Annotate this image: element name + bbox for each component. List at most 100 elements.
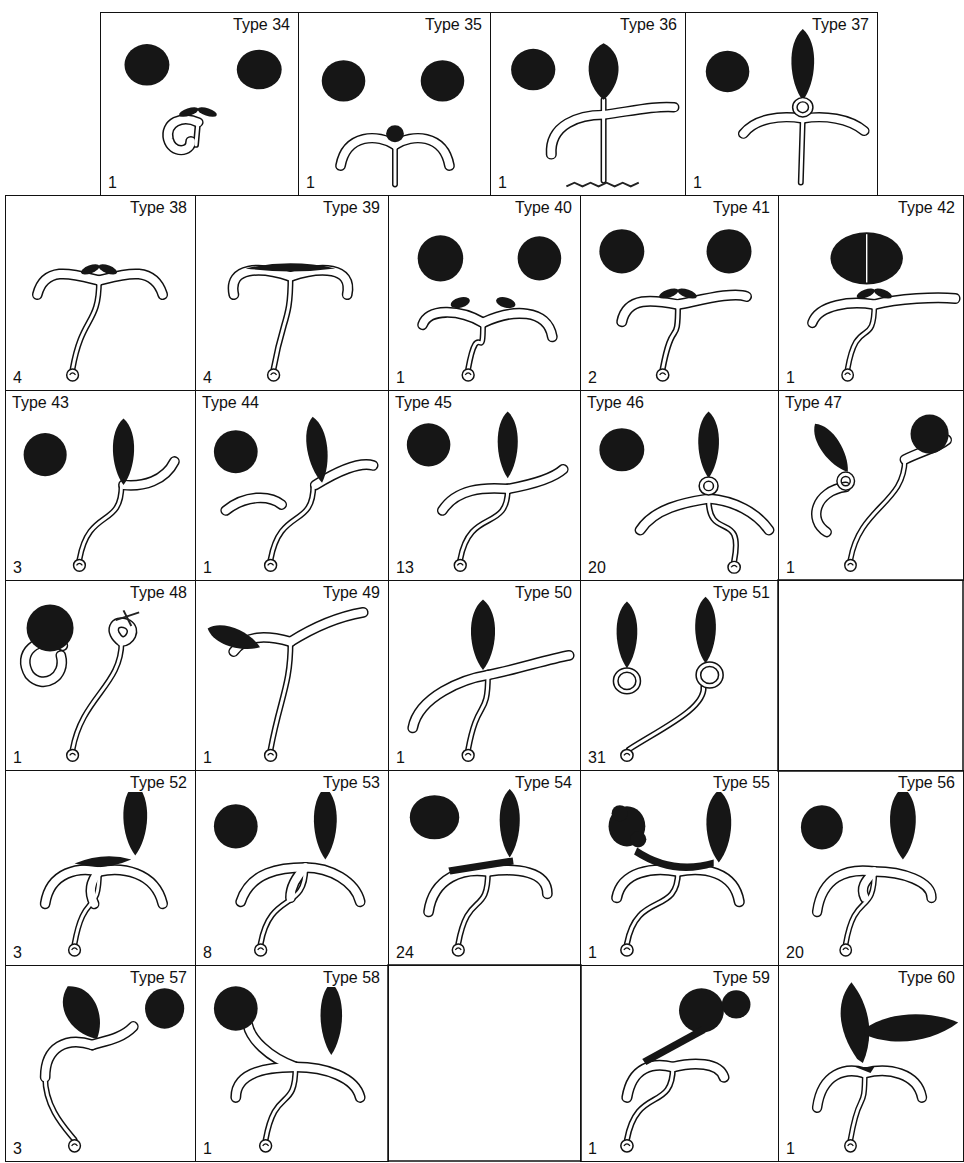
seedling-outline <box>817 1071 865 1107</box>
type-label: Type 43 <box>10 394 71 412</box>
leaf <box>178 105 200 119</box>
root-tip <box>621 749 633 761</box>
seedling-panel: Type 551 <box>580 770 779 966</box>
seedling-body <box>99 274 163 295</box>
seed-coat <box>214 986 258 1030</box>
seedling-body <box>45 1042 92 1077</box>
root-tip-mark <box>457 563 463 565</box>
empty-cell <box>388 965 581 1161</box>
seedling-drawing <box>779 771 962 964</box>
seedling-outline <box>395 138 449 166</box>
seedling-body <box>114 623 132 642</box>
seedling-body <box>295 1067 360 1097</box>
type-label: Type 50 <box>513 584 574 602</box>
seedling-outline <box>629 687 704 750</box>
leaf <box>658 286 680 300</box>
seedling-body <box>663 305 678 369</box>
seed-coat <box>124 44 169 85</box>
seedling-outline <box>271 642 291 750</box>
seedling-outline <box>673 1064 724 1077</box>
root-tip-mark <box>624 1144 630 1146</box>
seedling-outline <box>392 145 398 185</box>
seedling-body <box>442 488 507 510</box>
root-tip <box>728 561 740 573</box>
root-tip-mark <box>70 373 76 375</box>
seedling-drawing <box>196 391 387 579</box>
seedling-body <box>483 313 552 336</box>
root-tip <box>621 944 633 956</box>
seedling-panel: Type 401 <box>388 195 581 391</box>
seedling-drawing <box>686 13 876 194</box>
seed-coat <box>722 990 751 1018</box>
seedling-drawing <box>779 391 962 579</box>
hook-loop-inner <box>839 474 852 488</box>
seedling-drawing <box>101 13 297 194</box>
root-tip-mark <box>845 373 851 375</box>
seedling-panel: Type 4513 <box>388 390 581 581</box>
seedling-panel: Type 581 <box>195 965 389 1162</box>
attached-seed-coat <box>321 982 343 1055</box>
seedling-body <box>91 872 99 904</box>
seedling-drawing <box>389 771 579 964</box>
seedling-body <box>291 612 364 641</box>
seedling-body <box>817 871 874 912</box>
seedling-outline <box>460 489 508 560</box>
seedling-body <box>241 868 306 902</box>
seedling-body <box>429 871 488 912</box>
seedling-drawing <box>196 771 387 964</box>
root-tip <box>454 559 466 571</box>
seedling-panel: Type 43 3 <box>5 390 196 581</box>
seedling-outline <box>848 305 875 369</box>
type-label: Type 41 <box>711 199 772 217</box>
attached-seed-coat <box>113 418 134 485</box>
type-label: Type 38 <box>128 199 189 217</box>
attached-seed-coat <box>498 412 518 479</box>
count-number: 8 <box>201 944 214 962</box>
root-tip-mark <box>843 948 849 950</box>
seedling-drawing <box>389 391 579 579</box>
seedling-outline <box>874 872 931 898</box>
seedling-outline <box>483 313 552 336</box>
seedling-outline <box>468 323 483 369</box>
seedling-body <box>37 274 99 295</box>
type-label: Type 45 <box>393 394 454 412</box>
seedling-body <box>709 499 736 562</box>
count-number: 1 <box>586 944 599 962</box>
seedling-drawing <box>6 391 194 579</box>
root-tip <box>265 749 277 761</box>
root-tip-mark <box>72 1144 78 1146</box>
root-tip-mark <box>268 563 274 565</box>
seedling-panel: Type 471 <box>778 390 964 581</box>
count-number: 1 <box>201 749 214 767</box>
root-tip-mark <box>258 948 264 950</box>
seedling-body <box>812 303 874 323</box>
count-number: 3 <box>11 559 24 577</box>
attached-seed-coat <box>204 620 263 656</box>
count-number: 20 <box>586 559 608 577</box>
seedling-body <box>488 655 569 675</box>
count-number: 1 <box>784 1140 797 1158</box>
type-label: Type 53 <box>321 774 382 792</box>
seedling-body <box>848 305 875 369</box>
seedling-outline <box>663 305 678 369</box>
twisted-root <box>566 183 638 187</box>
seedling-outline <box>291 612 364 641</box>
seedling-body <box>423 312 483 324</box>
seedling-drawing <box>299 13 489 194</box>
seedling-body <box>291 270 348 294</box>
seedling-outline <box>488 870 547 893</box>
seedling-body <box>817 1071 865 1107</box>
seedling-body <box>604 107 674 115</box>
seedling-outline <box>850 460 904 560</box>
type-label: Type 52 <box>128 774 189 792</box>
attached-seed-coat <box>890 787 916 859</box>
seed-coat <box>911 415 949 454</box>
seed-coat <box>214 804 258 848</box>
seedling-outline <box>743 117 802 133</box>
seedling-outline <box>803 117 864 131</box>
root-tip-mark <box>263 1144 269 1146</box>
seedling-body <box>617 870 678 898</box>
seedling-outline <box>79 485 121 559</box>
seedling-body <box>508 469 563 489</box>
